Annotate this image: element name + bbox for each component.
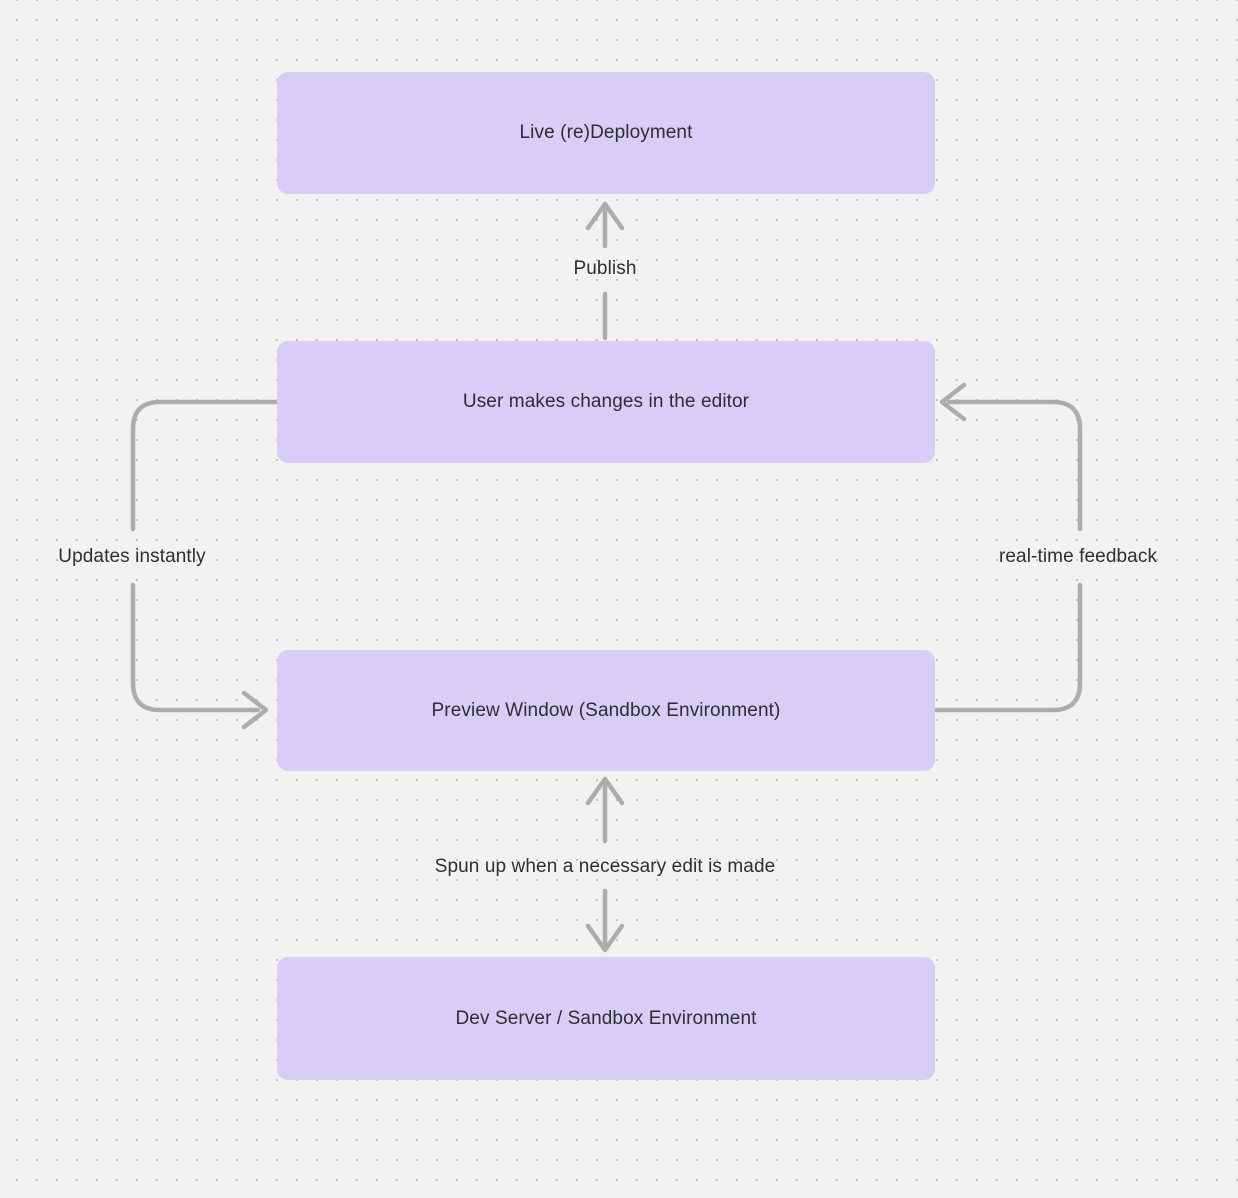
edge-label-updates-instantly: Updates instantly [58, 546, 206, 567]
node-user-editor[interactable]: User makes changes in the editor [277, 341, 935, 463]
arrowhead-down-icon [585, 923, 625, 953]
arrowhead-up-icon [585, 776, 625, 806]
edge-publish [585, 201, 625, 341]
edge-spun-up [585, 776, 625, 953]
edge-updates-instantly [130, 399, 280, 730]
edge-label-real-time-feedback: real-time feedback [998, 546, 1158, 567]
arrowhead-left-icon [939, 382, 967, 422]
arrowhead-up-icon [585, 201, 625, 231]
edge-updates-segment-top [130, 399, 280, 532]
node-dev-server[interactable]: Dev Server / Sandbox Environment [277, 957, 935, 1080]
edge-label-spun-up: Spun up when a necessary edit is made [434, 856, 776, 877]
edge-label-publish: Publish [573, 258, 637, 279]
edge-feedback-segment-bottom [931, 582, 1083, 713]
edge-real-time-feedback [931, 382, 1083, 713]
arrowhead-right-icon [241, 690, 269, 730]
node-live-redeployment[interactable]: Live (re)Deployment [277, 72, 935, 194]
edge-feedback-segment-top [946, 399, 1083, 532]
edge-updates-segment-bottom [130, 582, 261, 713]
node-preview-window[interactable]: Preview Window (Sandbox Environment) [277, 650, 935, 771]
